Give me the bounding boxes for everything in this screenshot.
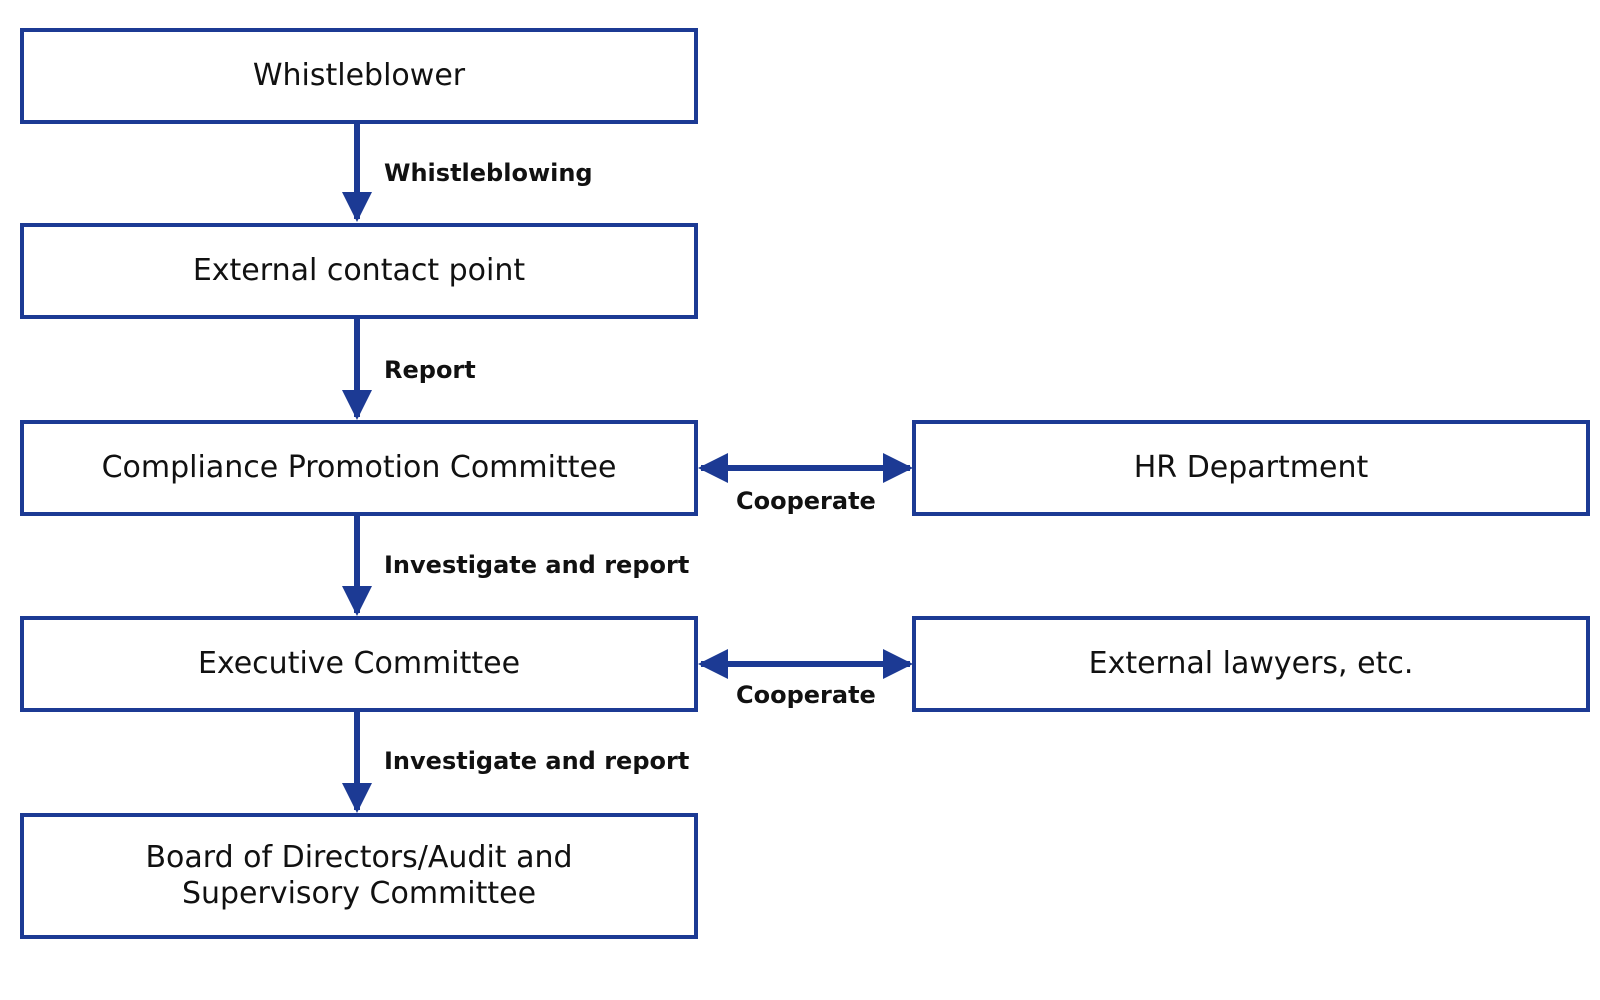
node-external-lawyers-label: External lawyers, etc.: [1088, 646, 1414, 681]
node-compliance-promotion-committee: Compliance Promotion Committee: [20, 420, 698, 516]
node-board-of-directors-label: Board of Directors/Audit and Supervisory…: [145, 840, 573, 911]
node-external-contact-point-label: External contact point: [192, 253, 526, 288]
node-external-lawyers: External lawyers, etc.: [912, 616, 1590, 712]
edge-label-whistleblowing: Whistleblowing: [384, 159, 593, 187]
node-executive-committee: Executive Committee: [20, 616, 698, 712]
edge-label-report: Report: [384, 356, 476, 384]
node-executive-committee-label: Executive Committee: [197, 646, 521, 681]
node-whistleblower-label: Whistleblower: [252, 58, 466, 93]
node-hr-department-label: HR Department: [1133, 450, 1369, 485]
edge-label-investigate-report-2: Investigate and report: [384, 747, 690, 775]
node-whistleblower: Whistleblower: [20, 28, 698, 124]
node-compliance-promotion-committee-label: Compliance Promotion Committee: [101, 450, 617, 485]
node-hr-department: HR Department: [912, 420, 1590, 516]
edge-label-cooperate-lawyers: Cooperate: [736, 681, 876, 709]
edge-label-investigate-report-1: Investigate and report: [384, 551, 690, 579]
node-board-of-directors: Board of Directors/Audit and Supervisory…: [20, 813, 698, 939]
node-external-contact-point: External contact point: [20, 223, 698, 319]
edge-label-cooperate-hr: Cooperate: [736, 487, 876, 515]
